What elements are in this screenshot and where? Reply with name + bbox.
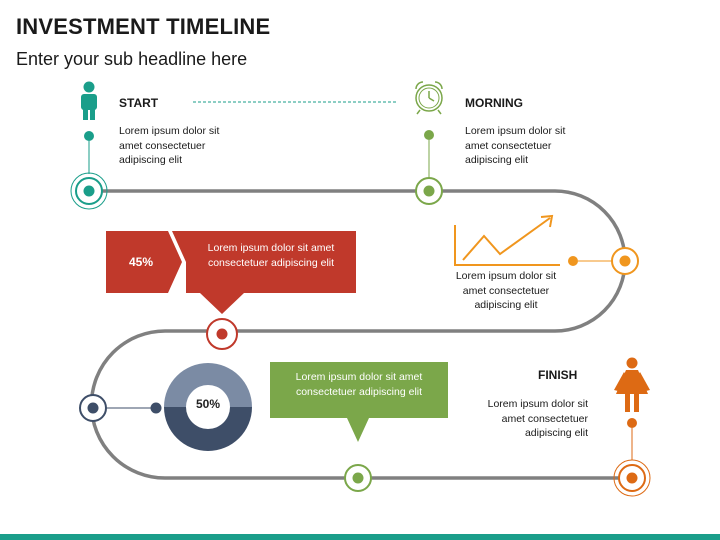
woman-icon — [614, 357, 650, 412]
growth-text: Lorem ipsum dolor sit amet consectetuer … — [455, 270, 557, 311]
donut-label: 50% — [195, 397, 221, 411]
page-title: INVESTMENT TIMELINE — [16, 14, 271, 39]
donut-chart — [164, 363, 252, 451]
growth-marker — [568, 247, 639, 275]
person-icon — [81, 81, 97, 120]
green-callout-text: Lorem ipsum dolor sit amet consectetuer … — [295, 371, 423, 398]
finish-label: FINISH — [538, 368, 578, 382]
red-callout — [106, 231, 356, 314]
morning-marker — [415, 130, 443, 205]
start-marker — [70, 131, 108, 210]
bottom-accent-bar — [0, 534, 720, 540]
red-callout-percent: 45% — [128, 255, 154, 269]
green-callout — [270, 362, 448, 442]
page-subtitle: Enter your sub headline here — [16, 49, 248, 69]
morning-label: MORNING — [465, 96, 523, 110]
navy-marker — [79, 394, 162, 422]
finish-text: Lorem ipsum dolor sit amet consectetuer … — [487, 398, 588, 439]
finish-marker — [613, 418, 651, 497]
line-chart-icon — [454, 214, 560, 266]
donut-top-half — [164, 363, 252, 407]
morning-text: Lorem ipsum dolor sit amet consectetuer … — [465, 125, 566, 166]
start-label: START — [119, 96, 159, 110]
green-marker — [344, 464, 372, 492]
red-marker — [206, 318, 238, 350]
start-text: Lorem ipsum dolor sit amet consectetuer … — [119, 125, 220, 166]
donut-bottom-half — [164, 407, 252, 451]
red-callout-text: Lorem ipsum dolor sit amet consectetuer … — [207, 242, 335, 269]
timeline-path — [88, 189, 640, 480]
alarm-clock-icon — [415, 81, 443, 115]
